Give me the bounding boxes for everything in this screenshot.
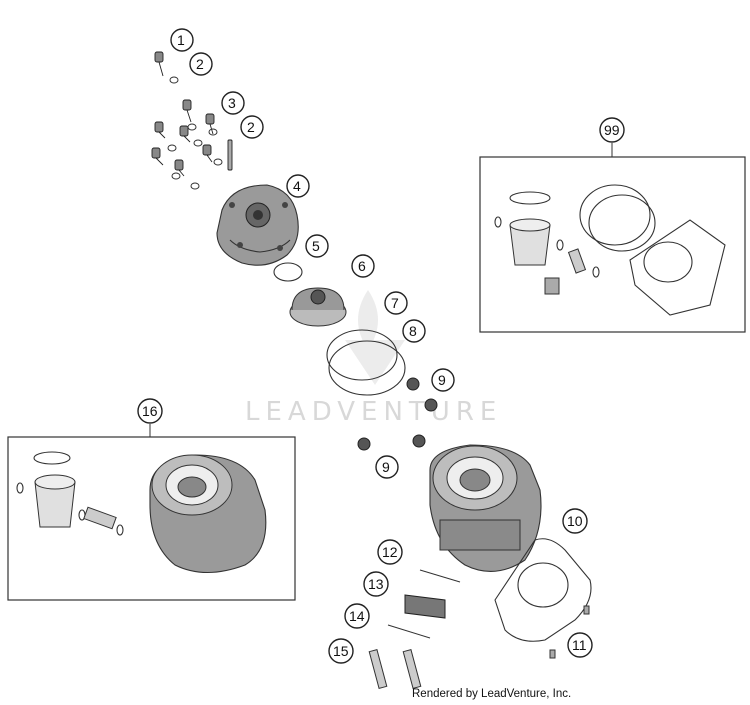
- callout-1[interactable]: 1: [170, 28, 194, 52]
- svg-text:13: 13: [368, 576, 384, 592]
- svg-text:9: 9: [382, 459, 390, 475]
- callout-8[interactable]: 8: [402, 319, 426, 343]
- callout-9-lower[interactable]: 9: [375, 455, 399, 479]
- kit-99-contents: [494, 184, 726, 316]
- callout-16[interactable]: 16: [137, 398, 163, 424]
- cylinder: [429, 444, 542, 572]
- callout-14[interactable]: 14: [344, 603, 370, 629]
- svg-text:15: 15: [333, 643, 349, 659]
- pin-clip: [419, 569, 461, 583]
- callout-2-upper[interactable]: 2: [189, 52, 213, 76]
- svg-text:11: 11: [572, 637, 587, 653]
- callout-3[interactable]: 3: [221, 91, 245, 115]
- svg-text:7: 7: [391, 295, 399, 311]
- nuts: [357, 377, 438, 451]
- head-bolts: [151, 51, 233, 190]
- callout-9-upper[interactable]: 9: [431, 368, 455, 392]
- dowel-pins: [549, 605, 590, 659]
- svg-text:9: 9: [438, 372, 446, 388]
- svg-text:2: 2: [196, 56, 204, 72]
- kit-16-box: [7, 436, 296, 601]
- svg-text:4: 4: [293, 178, 301, 194]
- callout-10[interactable]: 10: [562, 508, 588, 534]
- o-ring: [273, 262, 303, 282]
- kit-16-contents: [16, 451, 267, 573]
- svg-text:3: 3: [228, 95, 236, 111]
- studs: [368, 648, 422, 690]
- svg-text:6: 6: [358, 258, 366, 274]
- callout-5[interactable]: 5: [305, 234, 329, 258]
- svg-text:16: 16: [142, 403, 158, 419]
- watermark: LEADVENTURE: [245, 290, 502, 427]
- svg-text:14: 14: [349, 608, 365, 624]
- callout-4[interactable]: 4: [286, 174, 310, 198]
- callout-6[interactable]: 6: [351, 254, 375, 278]
- svg-text:2: 2: [247, 119, 255, 135]
- svg-text:99: 99: [604, 122, 620, 138]
- base-gasket: [494, 538, 592, 642]
- svg-text:10: 10: [567, 513, 583, 529]
- callout-12[interactable]: 12: [377, 539, 403, 565]
- head-o-rings: [326, 329, 406, 396]
- callout-13[interactable]: 13: [363, 571, 389, 597]
- svg-text:8: 8: [409, 323, 417, 339]
- needle-bearing: [404, 594, 446, 619]
- combustion-chamber-insert: [289, 287, 347, 327]
- callout-7[interactable]: 7: [384, 291, 408, 315]
- credit-text: Rendered by LeadVenture, Inc.: [412, 688, 571, 700]
- svg-text:1: 1: [177, 32, 185, 48]
- svg-text:5: 5: [312, 238, 320, 254]
- cylinder-head: [216, 184, 299, 266]
- svg-text:12: 12: [382, 544, 398, 560]
- callout-99[interactable]: 99: [599, 117, 625, 143]
- callout-2-lower[interactable]: 2: [240, 115, 264, 139]
- callout-15[interactable]: 15: [328, 638, 354, 664]
- watermark-text: LEADVENTURE: [245, 397, 502, 427]
- callout-11[interactable]: 11: [567, 632, 593, 658]
